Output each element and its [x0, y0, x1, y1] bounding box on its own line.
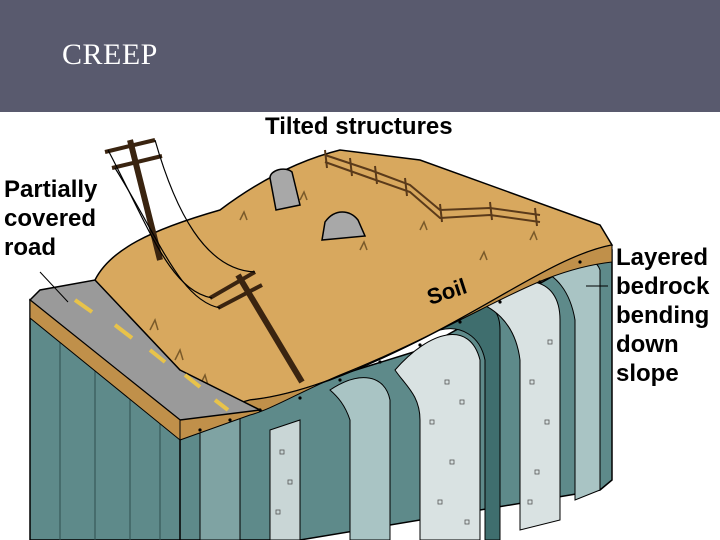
- soil-surface: [94, 149, 614, 441]
- road: [28, 279, 263, 442]
- tilted-structures-label: Tilted structures: [265, 113, 453, 140]
- road-pointer-line: [39, 271, 69, 303]
- tilted-tombstones: [269, 168, 367, 241]
- tilted-fence: [324, 149, 541, 227]
- slide-title: CREEP: [62, 38, 158, 71]
- partially-covered-road-label: Partially covered road: [4, 176, 98, 261]
- slide-header: CREEP: [0, 0, 720, 112]
- bedrock-front: [177, 249, 613, 540]
- layered-bedrock-label: Layered bedrock bending down slope: [616, 244, 710, 387]
- tilted-utility-poles: [104, 138, 305, 384]
